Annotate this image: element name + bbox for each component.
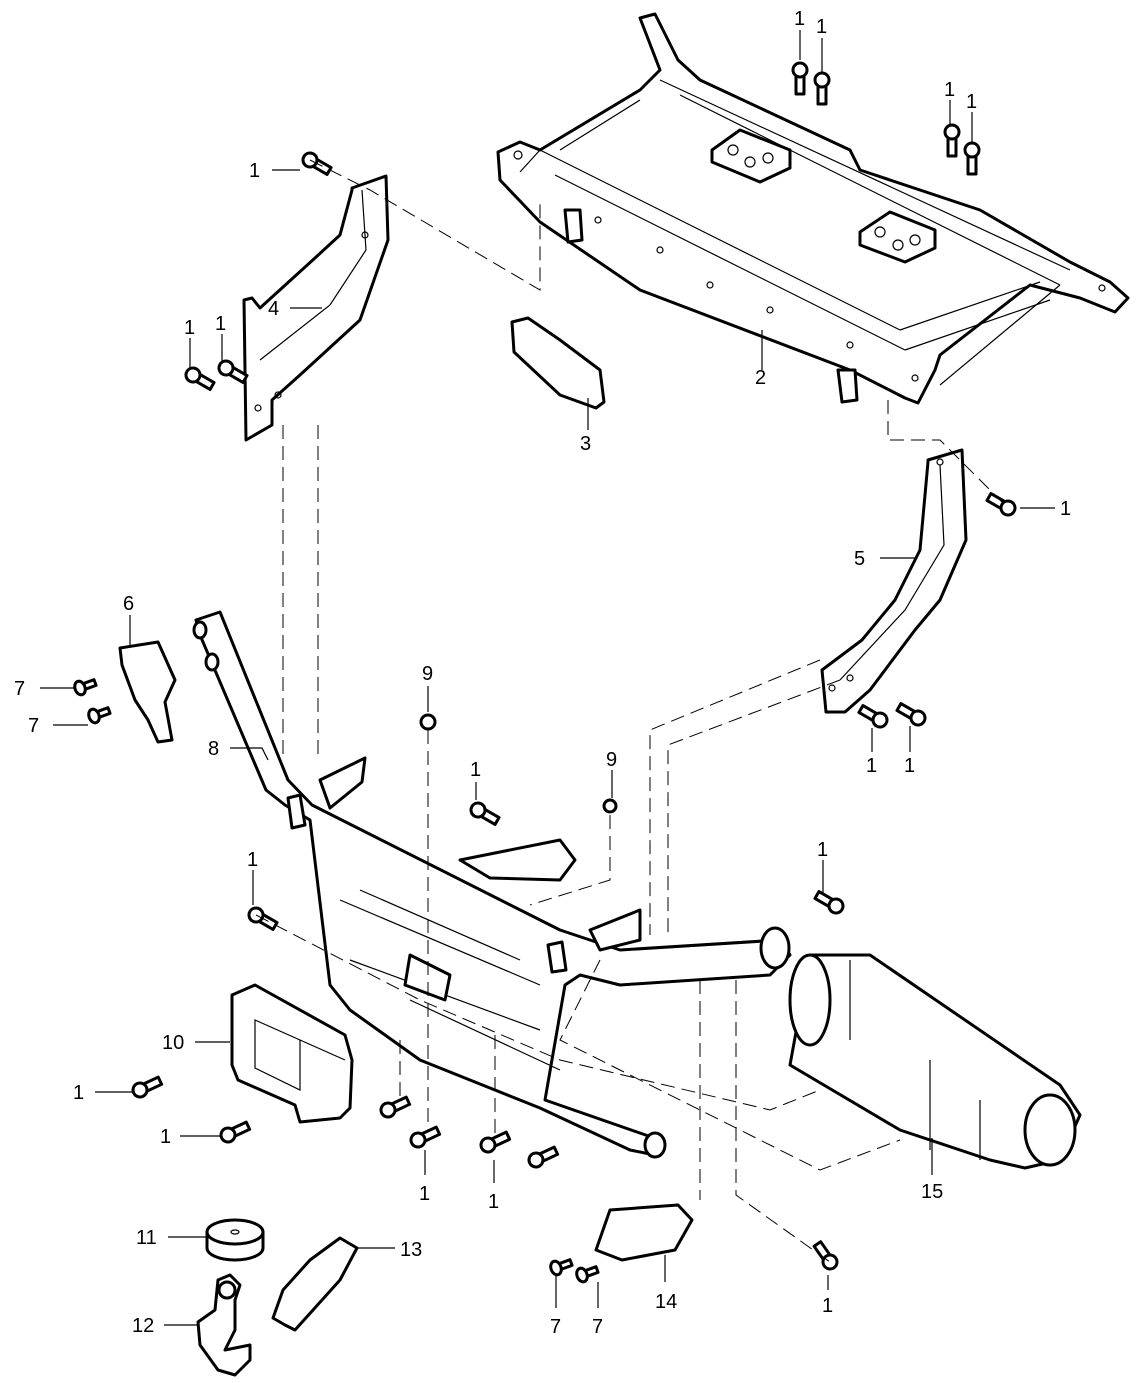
callout-labels: 1 1 1 1 1 1 1 1 1 1 1 1 1 1 1 1 1 1 2 3 …	[14, 8, 1071, 1338]
callout-6: 6	[123, 593, 134, 615]
callout-1: 1	[470, 759, 481, 781]
callout-7: 7	[28, 715, 39, 737]
callout-1: 1	[488, 1191, 499, 1213]
hook	[196, 1273, 252, 1377]
callout-5: 5	[854, 548, 865, 570]
bolts	[131, 61, 1017, 1271]
callout-1: 1	[1060, 498, 1071, 520]
callout-7: 7	[592, 1316, 603, 1338]
callout-7: 7	[14, 678, 25, 700]
callout-1: 1	[904, 755, 915, 777]
callout-13: 13	[400, 1239, 422, 1261]
hook-strap	[271, 1236, 359, 1332]
callout-11: 11	[136, 1227, 157, 1249]
callout-1: 1	[866, 755, 877, 777]
nut	[419, 713, 437, 731]
winch	[788, 953, 1082, 1170]
roller-fairlead	[230, 983, 354, 1124]
bumper-tube	[192, 610, 792, 1159]
callout-1: 1	[247, 849, 258, 871]
callout-14: 14	[655, 1291, 677, 1313]
right-bracket	[820, 448, 968, 714]
callout-12: 12	[132, 1315, 154, 1337]
callout-1: 1	[822, 1295, 833, 1317]
callout-7: 7	[550, 1316, 561, 1338]
callout-3: 3	[580, 433, 591, 455]
callout-1: 1	[419, 1183, 430, 1205]
callout-1: 1	[215, 313, 226, 335]
callout-8: 8	[208, 738, 219, 760]
callout-1: 1	[249, 160, 260, 182]
callout-1: 1	[73, 1082, 84, 1104]
screws	[73, 678, 600, 1284]
callout-1: 1	[816, 16, 827, 38]
callout-1: 1	[966, 91, 977, 113]
left-end-cover	[118, 640, 177, 744]
callout-9: 9	[606, 749, 617, 771]
leader-lines	[40, 30, 1055, 1326]
stopper	[205, 1218, 265, 1262]
callout-1: 1	[794, 8, 805, 30]
frame-crossmember	[496, 12, 1130, 405]
callout-1: 1	[944, 79, 955, 101]
callout-4: 4	[268, 298, 279, 320]
callout-10: 10	[162, 1032, 184, 1054]
assembly-lines	[255, 159, 1009, 1263]
callout-15: 15	[921, 1181, 943, 1203]
callout-1: 1	[160, 1126, 171, 1148]
callout-9: 9	[422, 663, 433, 685]
callout-1: 1	[184, 317, 195, 339]
right-end-cover	[594, 1203, 694, 1262]
callout-1: 1	[817, 839, 828, 861]
callout-2: 2	[755, 367, 766, 389]
plate	[510, 316, 606, 410]
nut	[602, 798, 618, 814]
